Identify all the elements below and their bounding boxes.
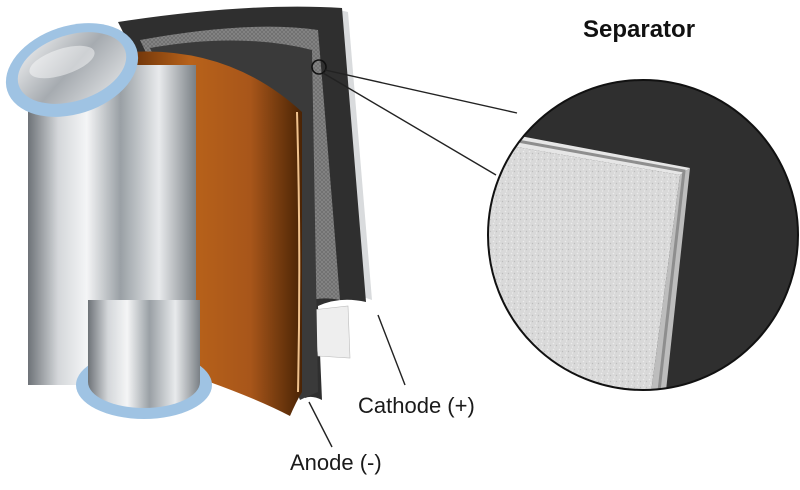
cathode-leader-line xyxy=(377,314,406,386)
top-cap xyxy=(17,32,127,104)
zoom-line-bottom xyxy=(322,72,497,176)
cathode-label: Cathode (+) xyxy=(358,393,475,418)
separator-title: Separator xyxy=(583,16,696,43)
anode-leader-line xyxy=(308,401,333,448)
zoom-lens-border xyxy=(487,79,799,391)
cylinder-body-lower xyxy=(88,300,200,382)
anode-label: Anode (-) xyxy=(290,450,382,475)
top-cap-highlight xyxy=(29,45,95,79)
mesh-tail xyxy=(311,305,351,359)
anode-foil-edge xyxy=(296,111,301,393)
separator-layer-line xyxy=(511,138,686,390)
zoom-line-top xyxy=(324,69,518,114)
zoom-lens xyxy=(488,80,798,390)
magnifier-marker xyxy=(311,59,327,75)
separator-surface xyxy=(488,145,680,390)
